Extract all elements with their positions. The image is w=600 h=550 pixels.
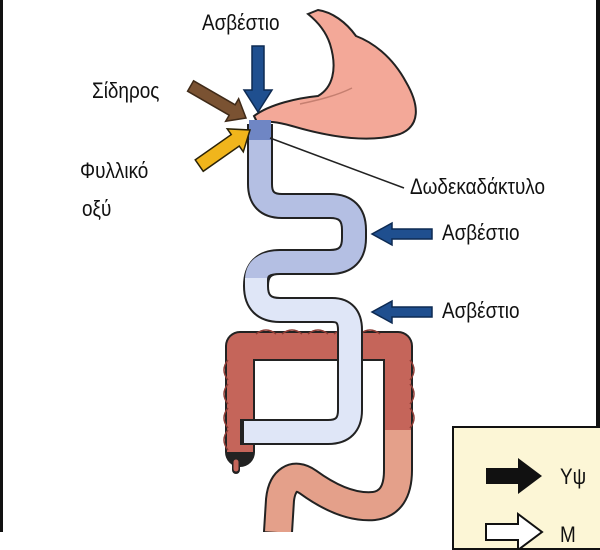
label-calcium-low: Ασβέστιο [442, 300, 519, 322]
frame-left-border [0, 0, 3, 532]
small-intestine-upper [256, 138, 354, 280]
legend-outline-arrow-icon [486, 514, 542, 548]
label-calcium-mid: Ασβέστιο [442, 222, 519, 244]
colon-fill-lower [278, 430, 398, 532]
legend-box: Υψ Μ [452, 426, 600, 550]
calcium-arrow-low [372, 301, 432, 323]
legend-item1-text: Υψ [560, 466, 586, 488]
calcium-arrow-top [244, 46, 272, 112]
label-folic-acid-line1: Φυλλικό [80, 160, 148, 182]
legend-black-arrow-icon [486, 458, 542, 494]
label-calcium-top: Ασβέστιο [202, 12, 279, 34]
iron-arrow [184, 75, 252, 130]
calcium-arrow-mid [372, 223, 432, 245]
label-iron: Σίδηρος [92, 80, 159, 102]
legend-item2-text: Μ [560, 524, 576, 546]
digestive-absorption-diagram: Ασβέστιο Σίδηρος Φυλλικό οξύ Δωδεκαδάκτυ… [0, 0, 600, 532]
duodenum-leader-line [270, 138, 404, 188]
label-folic-acid-line2: οξύ [82, 198, 111, 220]
label-duodenum: Δωδεκαδάκτυλο [410, 176, 545, 198]
